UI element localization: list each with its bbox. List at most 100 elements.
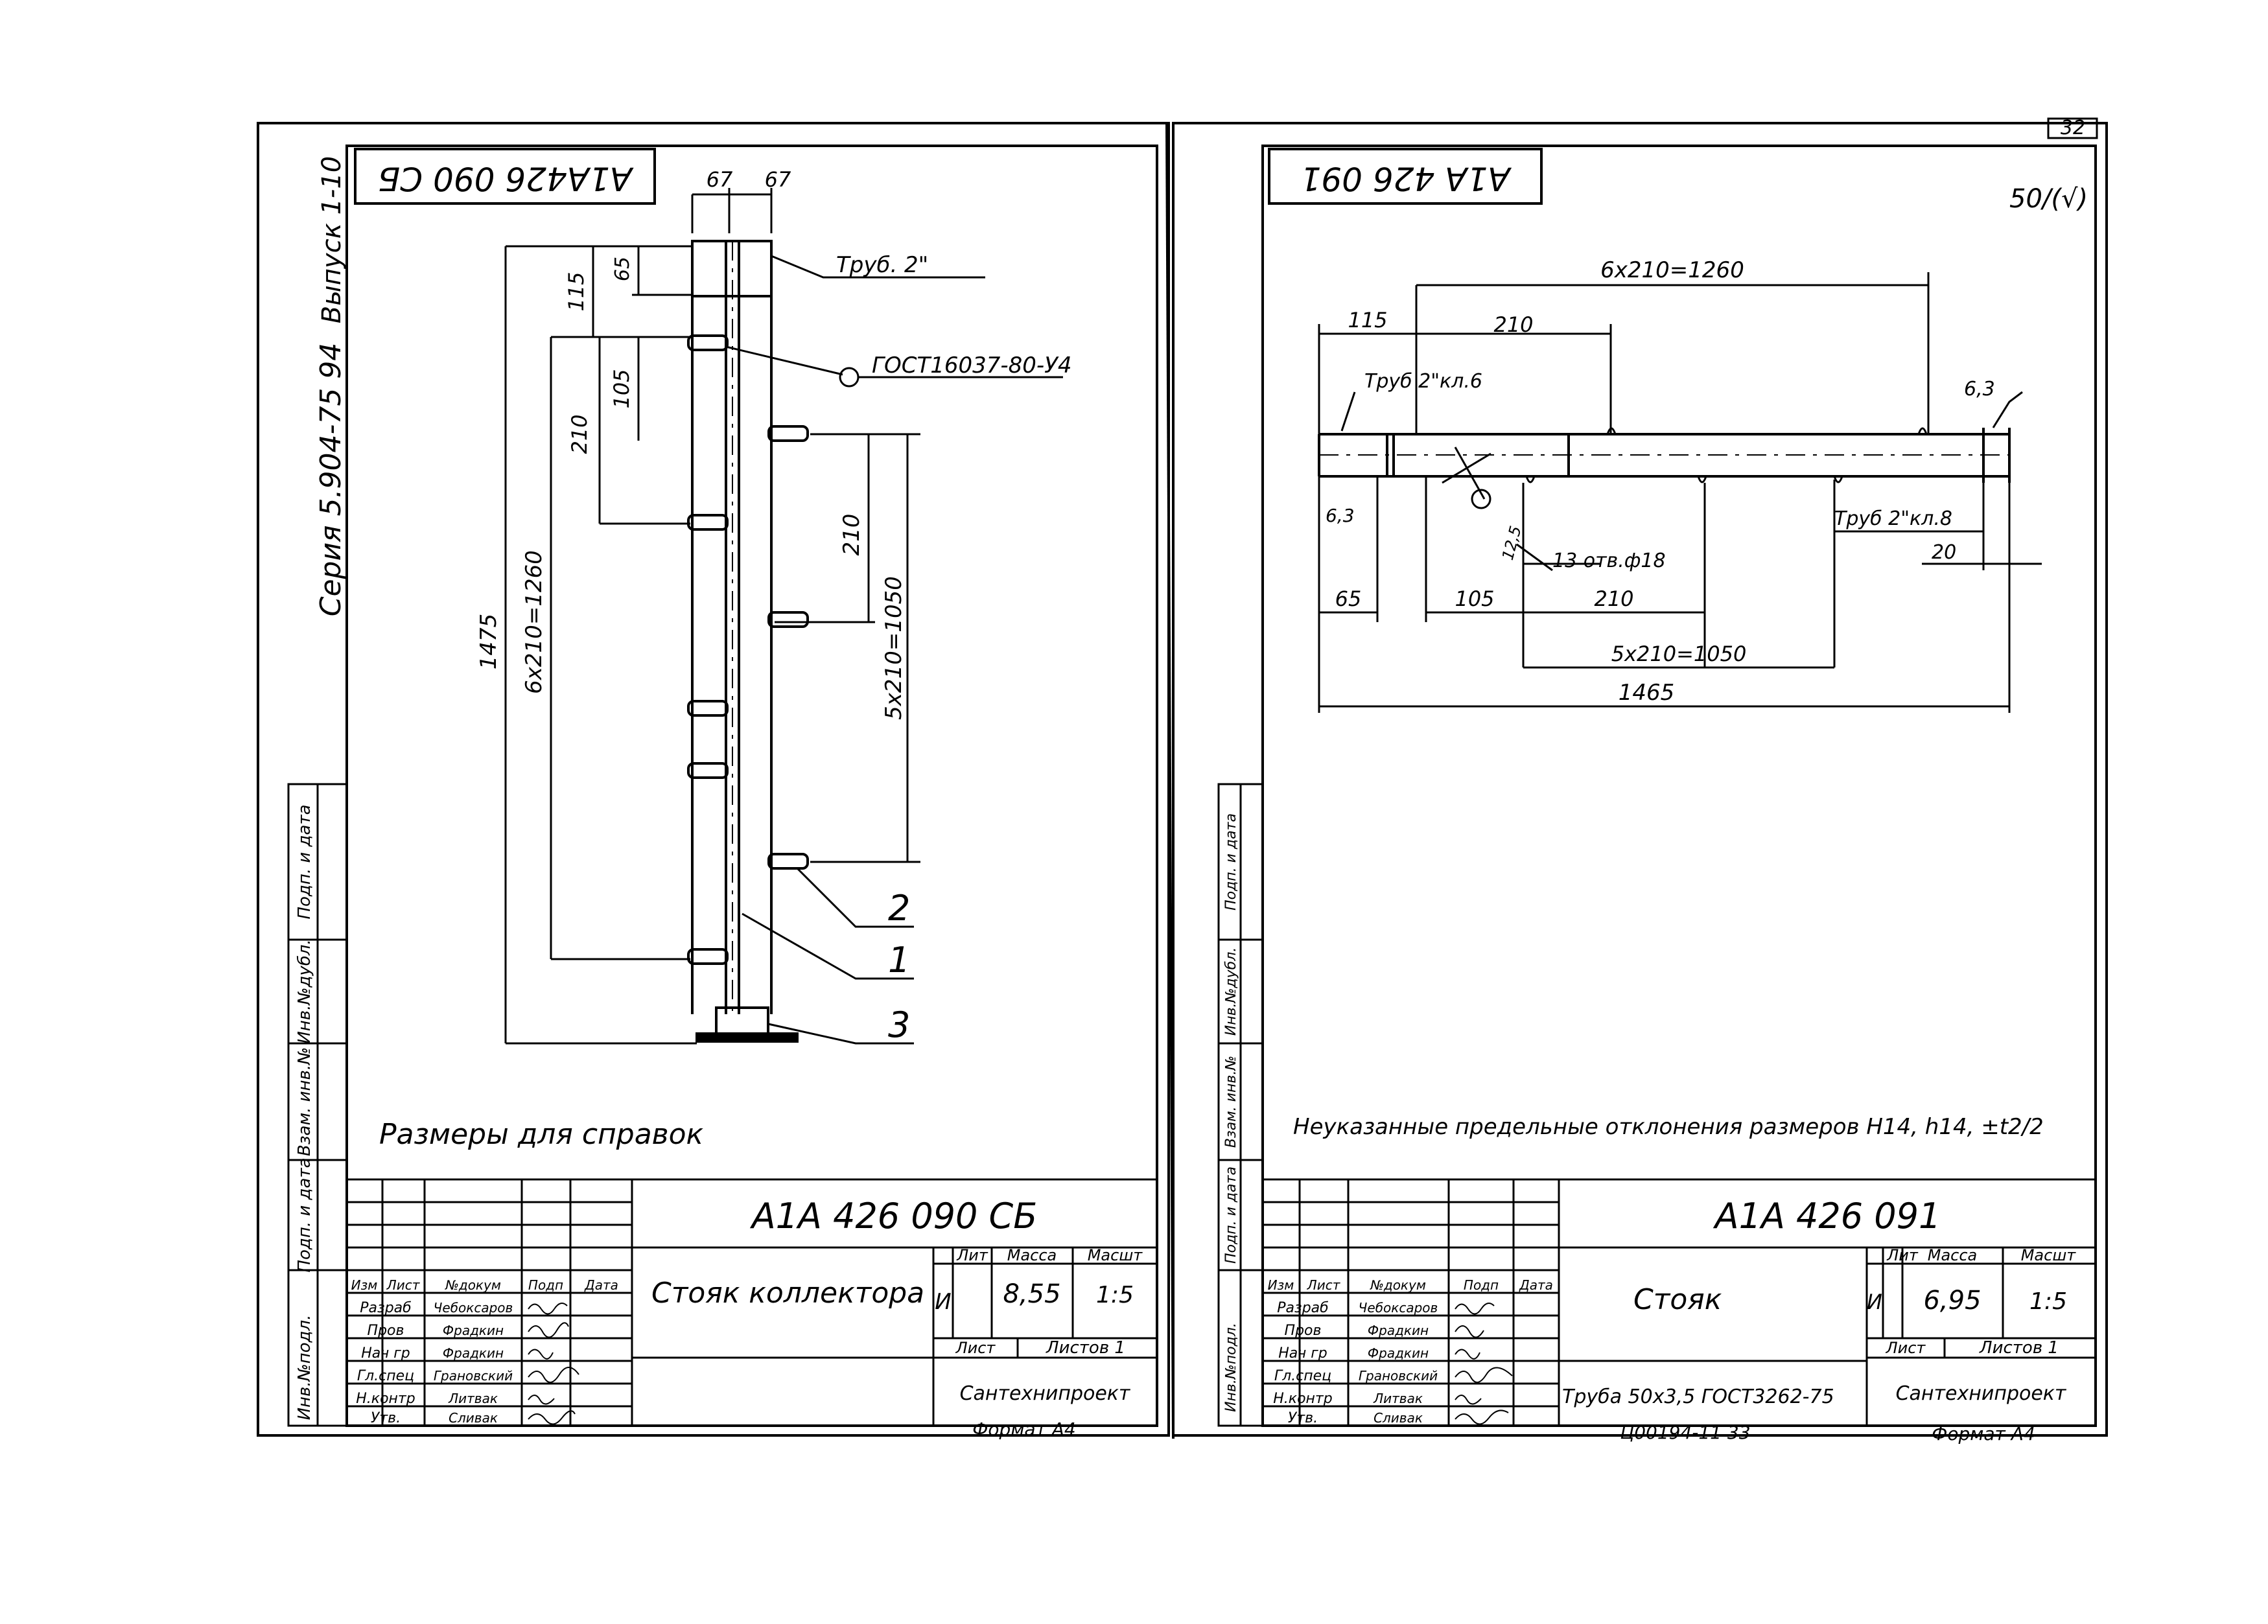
role-label: Н.контр xyxy=(1273,1391,1332,1407)
mass-label: Масса xyxy=(1928,1246,1978,1264)
left-title-block-grid xyxy=(347,1178,1157,1426)
dim-210b-right: 210 xyxy=(1594,586,1633,611)
dim-125: 12,5 xyxy=(1499,524,1525,562)
page-number-box xyxy=(2047,117,2098,139)
dim-65-right: 65 xyxy=(1335,586,1362,611)
strip-label: Инв.№дубл. xyxy=(1223,947,1239,1036)
right-designation: А1А 426 091 xyxy=(1713,1196,1941,1236)
right-strip-grid xyxy=(1217,783,1264,1427)
person-name: Фрадкин xyxy=(443,1345,504,1361)
person-name: Чебоксаров xyxy=(1359,1300,1438,1316)
left-designation: А1А 426 090 СБ xyxy=(750,1196,1038,1236)
right-scale: 1:5 xyxy=(2029,1288,2067,1315)
left-scale: 1:5 xyxy=(1096,1282,1134,1308)
scale-label: Масшт xyxy=(1088,1246,1143,1264)
series-label: Серия 5.904-75 94 xyxy=(314,343,347,617)
right-format: Формат А4 xyxy=(1932,1423,2035,1444)
roughness-63-right: 6,3 xyxy=(1964,378,1995,400)
right-sheets-label: Листов 1 xyxy=(1979,1338,2059,1358)
left-sheets-label: Листов 1 xyxy=(1046,1338,1125,1358)
riser-pipe-drawing xyxy=(1318,427,2011,509)
dim-210a-right: 210 xyxy=(1493,312,1533,337)
dim-1050: 5x210=1050 xyxy=(881,576,907,720)
role-label: Утв. xyxy=(1288,1410,1318,1426)
role-label: Гл.спец xyxy=(1274,1368,1331,1384)
reference-dims-note: Размеры для справок xyxy=(379,1118,704,1151)
dim-20: 20 xyxy=(1932,541,1956,564)
col-header: Изм xyxy=(351,1277,378,1293)
strip-label: Подп. и дата xyxy=(1223,813,1239,911)
left-part-name: Стояк коллектора xyxy=(651,1277,924,1310)
dim-1260: 6x210=1260 xyxy=(521,550,547,694)
strip-label: Подп. и дата xyxy=(295,1157,314,1272)
page-number: 32 xyxy=(2061,117,2085,139)
col-header: Подп xyxy=(528,1277,563,1293)
position-2: 2 xyxy=(888,888,910,929)
left-mass: 8,55 xyxy=(1003,1279,1060,1309)
right-stamp-box xyxy=(1268,148,1543,205)
role-label: Пров xyxy=(368,1323,404,1339)
dim-65: 65 xyxy=(611,257,634,281)
person-name: Фрадкин xyxy=(1368,1323,1429,1338)
pipe-class6-label: Труб 2"кл.6 xyxy=(1364,370,1482,393)
strip-label: Подп. и дата xyxy=(1223,1166,1239,1264)
person-name: Фрадкин xyxy=(443,1323,504,1338)
col-header: Лист xyxy=(386,1277,421,1293)
right-dimension-lines xyxy=(1318,272,2042,713)
left-callout-lines xyxy=(725,255,1063,1045)
issue-label: Выпуск 1-10 xyxy=(317,156,347,324)
role-label: Гл.спец xyxy=(357,1368,414,1384)
right-signature-table: Изм Лист №докум Подп Дата Разраб Пров На… xyxy=(1268,1277,1553,1426)
roughness-symbol: 50/(√) xyxy=(2009,184,2088,214)
role-label: Утв. xyxy=(371,1410,401,1426)
col-header: №докум xyxy=(445,1277,501,1293)
dim-67a: 67 xyxy=(707,167,733,192)
left-strip-grid xyxy=(287,783,348,1427)
callout-pipe-label: Труб. 2" xyxy=(836,252,928,278)
lit-label: Лит xyxy=(956,1246,988,1264)
col-header: Дата xyxy=(584,1277,618,1293)
pipe-class8-label: Труб 2"кл.8 xyxy=(1834,507,1952,530)
col-header: Дата xyxy=(1519,1277,1553,1293)
left-sheet-label: Лист xyxy=(955,1339,996,1357)
left-stamp-box xyxy=(354,148,656,205)
right-lit: И xyxy=(1867,1290,1882,1314)
dim-105: 105 xyxy=(609,369,634,408)
role-label: Пров xyxy=(1285,1323,1322,1339)
role-label: Разраб xyxy=(1277,1300,1328,1316)
tolerance-note: Неуказанные предельные отклонения размер… xyxy=(1293,1114,2044,1140)
callout-gost-label: ГОСТ16037-80-У4 xyxy=(872,353,1072,378)
left-dimension-lines xyxy=(504,188,920,1045)
col-header: №докум xyxy=(1370,1277,1426,1293)
strip-label: Взам. инв.№ xyxy=(1223,1056,1239,1148)
bottom-code: Ц00194-11 33 xyxy=(1620,1422,1750,1443)
signatures xyxy=(528,1303,579,1425)
strip-label: Взам. инв.№ xyxy=(295,1047,314,1156)
left-stamp-text: А1А426 090 СБ xyxy=(378,160,634,198)
role-label: Разраб xyxy=(360,1300,411,1316)
dim-1475: 1475 xyxy=(476,614,502,670)
person-name: Чебоксаров xyxy=(434,1300,513,1316)
right-mass: 6,95 xyxy=(1923,1286,1981,1316)
role-label: Нач гр xyxy=(1278,1345,1327,1362)
col-header: Изм xyxy=(1268,1277,1294,1293)
dim-115-right: 115 xyxy=(1348,308,1387,332)
right-title-block-grid xyxy=(1263,1178,2096,1426)
position-3: 3 xyxy=(888,1004,910,1045)
dim-1465: 1465 xyxy=(1619,680,1675,706)
dim-210a: 210 xyxy=(567,414,592,454)
dim-105-right: 105 xyxy=(1455,586,1494,611)
role-label: Нач гр xyxy=(361,1345,410,1362)
left-lit: И xyxy=(935,1289,951,1315)
dim-67b: 67 xyxy=(765,167,791,192)
roughness-63-left: 6,3 xyxy=(1326,505,1355,526)
person-name: Литвак xyxy=(448,1391,498,1406)
frames xyxy=(257,122,2108,1439)
scale-label: Масшт xyxy=(2021,1246,2077,1264)
lit-label: Лит xyxy=(1886,1246,1919,1264)
left-org: Сантехнипроект xyxy=(960,1382,1131,1405)
strip-label: Инв.№дубл. xyxy=(295,939,314,1043)
person-name: Фрадкин xyxy=(1368,1345,1429,1361)
right-material: Труба 50х3,5 ГОСТ3262-75 xyxy=(1562,1386,1834,1408)
